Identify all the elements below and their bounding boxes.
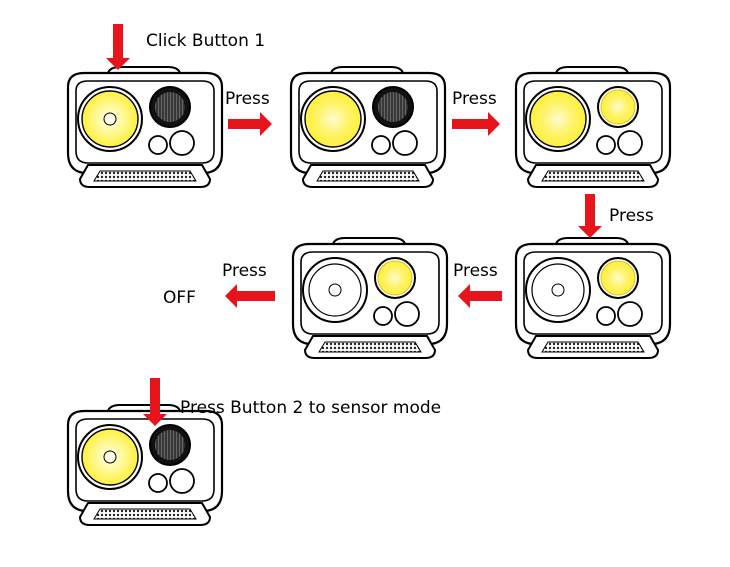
press-arrow-right-icon-2 (452, 112, 500, 136)
sensor-mode-label: Press Button 2 to sensor mode (180, 398, 442, 418)
button-1 (373, 306, 393, 326)
button-1 (148, 473, 168, 493)
main-light-on (81, 90, 139, 148)
headlamp-6 (66, 404, 224, 526)
button-2 (169, 468, 195, 494)
button-1 (371, 135, 391, 155)
click-arrow-down-icon (106, 24, 130, 70)
press-label-4: Press (453, 261, 498, 281)
main-light-on (81, 428, 139, 486)
headlamp-2 (289, 66, 447, 188)
main-light-off (531, 263, 585, 317)
press-arrow-down-icon (578, 194, 602, 238)
button-1 (596, 306, 616, 326)
headlamp-1 (66, 66, 224, 188)
main-light-on (304, 90, 362, 148)
side-light-on (600, 89, 636, 125)
press-arrow-left-icon-1 (458, 284, 502, 308)
press-arrow-right-icon-1 (228, 112, 272, 136)
button-2 (394, 301, 420, 327)
main-light-off (308, 263, 362, 317)
button-1 (148, 135, 168, 155)
headlamp-4 (514, 237, 672, 359)
press-label-5: Press (222, 261, 267, 281)
button-2 (392, 130, 418, 156)
main-light-on (529, 90, 587, 148)
click-button-1-label: Click Button 1 (146, 31, 266, 51)
button-2 (617, 301, 643, 327)
button-1 (596, 135, 616, 155)
button-2 (169, 130, 195, 156)
side-light-on (600, 260, 636, 296)
press-label-3: Press (609, 206, 654, 226)
headlamp-3 (514, 66, 672, 188)
press-arrow-left-icon-2 (225, 284, 275, 308)
side-light-on (377, 260, 413, 296)
press-label-1: Press (225, 89, 270, 109)
headlamp-5 (291, 237, 449, 359)
press-label-2: Press (452, 89, 497, 109)
sensor-arrow-down-icon (143, 378, 167, 426)
off-label: OFF (163, 288, 196, 308)
button-2 (617, 130, 643, 156)
